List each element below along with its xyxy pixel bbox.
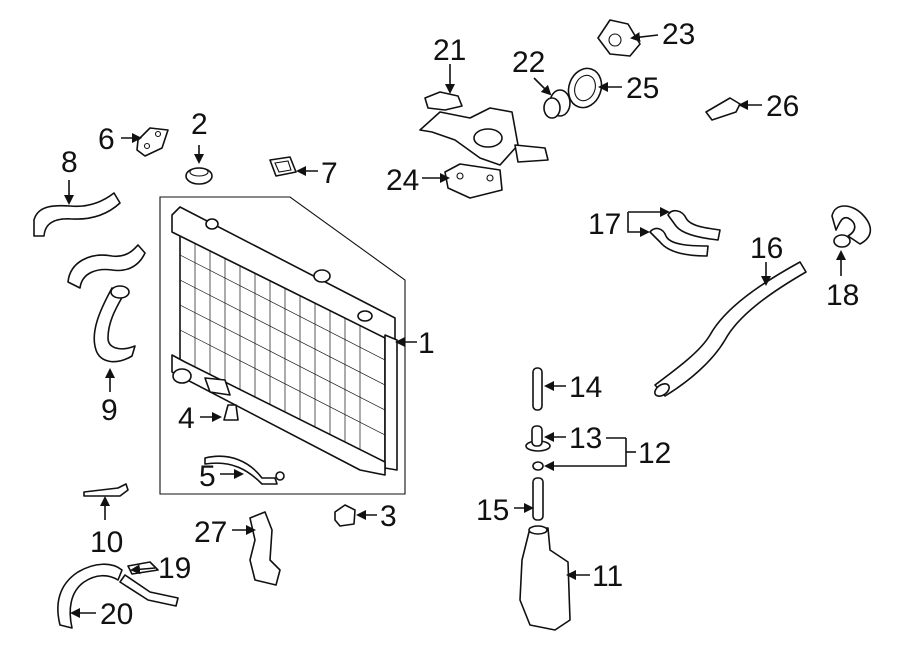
callout-5: 5 [199,460,216,493]
callout-3: 3 [380,500,397,533]
shroud-part-27 [249,511,281,586]
hose-clip-part-10 [83,483,129,497]
radiator-assembly-part [159,196,406,495]
callout-23: 23 [662,18,695,51]
gasket-part-25 [567,67,603,109]
callout-24: 24 [386,164,419,197]
bracket-part-6 [136,127,169,157]
callout-7: 7 [321,157,338,190]
callout-27: 27 [194,516,227,549]
callout-2: 2 [191,108,208,141]
callout-1: 1 [418,327,435,360]
callout-17: 17 [588,208,621,241]
callout-14: 14 [569,371,602,404]
reservoir-part-11 [519,525,571,631]
seal-part-12 [532,461,544,471]
tube-part-15 [532,477,544,521]
cap-part-13 [525,425,551,452]
callout-19: 19 [158,552,191,585]
water-outlet-part-21 [419,91,549,166]
hose-part-20 [57,563,123,629]
gasket-part-24 [444,163,503,199]
callout-21: 21 [433,34,466,67]
callout-4: 4 [178,402,195,435]
callout-18: 18 [826,279,859,312]
seal-part-7 [269,156,297,177]
hose-part-17 [649,209,721,257]
callout-6: 6 [98,123,115,156]
mount-cushion-part-2 [185,167,213,185]
callout-22: 22 [512,46,545,79]
callout-9: 9 [101,394,118,427]
housing-part-23 [597,19,641,57]
leader-lines [64,32,846,618]
callout-16: 16 [750,232,783,265]
callout-10: 10 [90,526,123,559]
callout-26: 26 [766,90,799,123]
clip-part-4 [223,404,239,421]
pipe-part-16 [654,261,807,397]
drain-hose-part-5 [204,455,285,485]
hose-part-18 [831,205,872,248]
callout-11: 11 [592,560,623,593]
cushion-part-3 [334,504,356,527]
overflow-tube-part-14 [532,367,543,411]
sensor-part-26 [705,97,741,121]
callout-12: 12 [638,437,671,470]
radiator-outline-box [159,196,406,495]
callout-8: 8 [61,146,78,179]
upper-hose-part-8 [33,192,121,237]
callout-25: 25 [626,72,659,105]
thermostat-part-22 [543,89,571,119]
callout-20: 20 [100,598,133,631]
callout-13: 13 [569,422,602,455]
lower-hose-part-9 [67,244,146,363]
callout-15: 15 [476,494,509,527]
